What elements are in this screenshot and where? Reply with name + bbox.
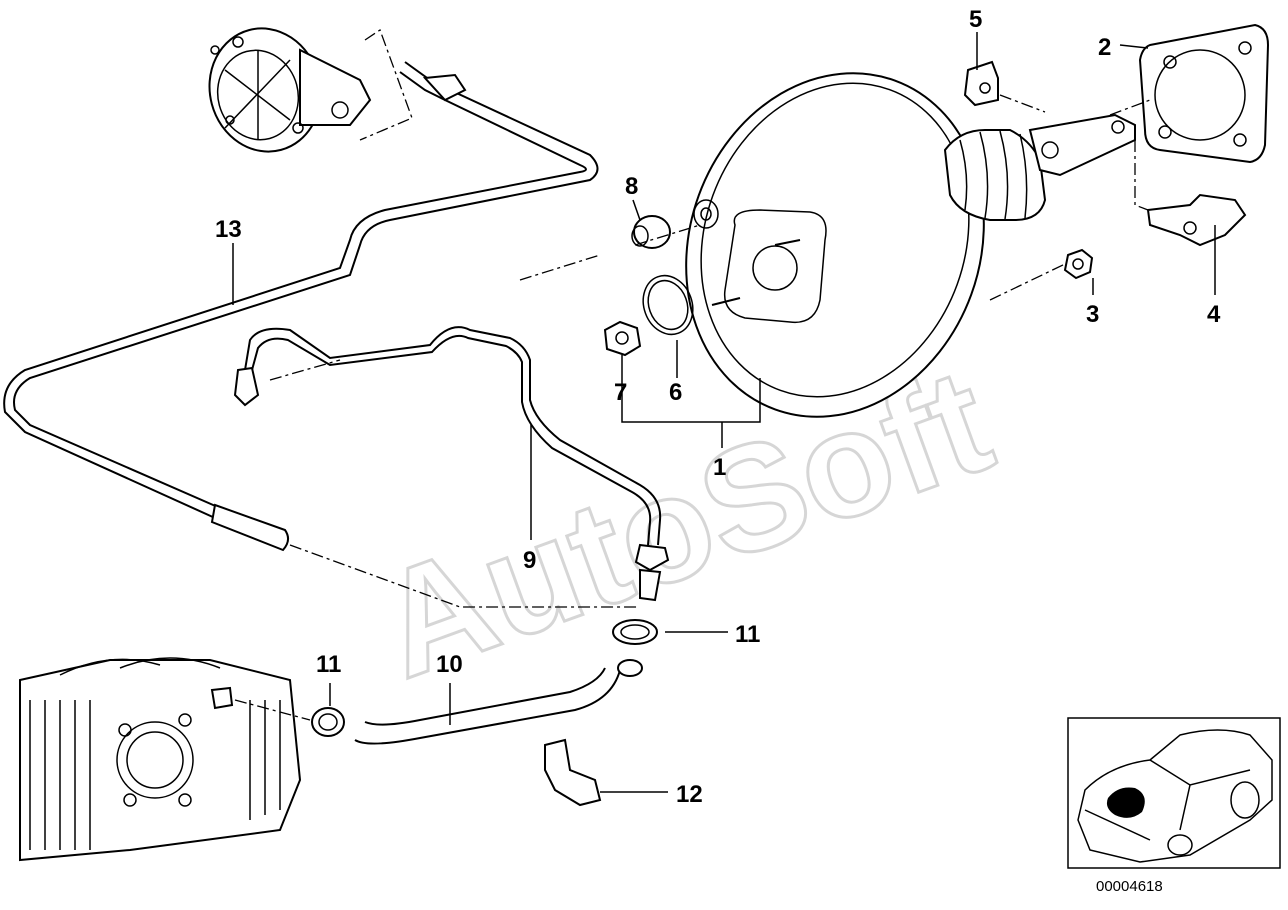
vacuum-hose-13 (3, 61, 599, 552)
vehicle-location-inset (1067, 717, 1281, 869)
hex-nut-7 (603, 320, 642, 357)
check-valve-seat (693, 199, 719, 229)
vacuum-pump (208, 27, 372, 153)
highlighted-area (1106, 787, 1145, 818)
label-part-3: 3 (1086, 301, 1099, 328)
grommet-8 (631, 215, 671, 249)
intake-manifold (19, 657, 302, 862)
gasket (1138, 23, 1270, 164)
clip-nut (963, 60, 999, 107)
hose-clamp-11-upper (612, 619, 658, 645)
label-part-6: 6 (669, 379, 682, 406)
label-part-12: 12 (676, 781, 703, 808)
label-part-2: 2 (1098, 34, 1111, 61)
label-part-11-left: 11 (316, 651, 341, 678)
label-part-5: 5 (969, 6, 982, 33)
vacuum-line-9 (233, 326, 670, 602)
vacuum-hose-10 (354, 659, 643, 745)
label-part-8: 8 (625, 173, 638, 200)
label-part-7: 7 (614, 379, 627, 406)
label-part-11-right: 11 (735, 621, 760, 648)
label-part-13: 13 (215, 216, 242, 243)
clevis-pin (1146, 193, 1247, 247)
label-part-4: 4 (1207, 301, 1221, 328)
hose-clip-12 (544, 738, 602, 807)
label-part-9: 9 (523, 547, 536, 574)
hose-clamp-11-lower (311, 707, 345, 737)
relation-lines (234, 29, 1151, 721)
o-ring-6 (642, 274, 694, 336)
brake-booster (685, 72, 1136, 418)
nut-3 (1063, 248, 1094, 280)
leader-lines (232, 32, 1216, 793)
label-part-1: 1 (713, 454, 726, 481)
diagram-code: 00004618 (1096, 878, 1163, 895)
label-part-10: 10 (436, 651, 463, 678)
